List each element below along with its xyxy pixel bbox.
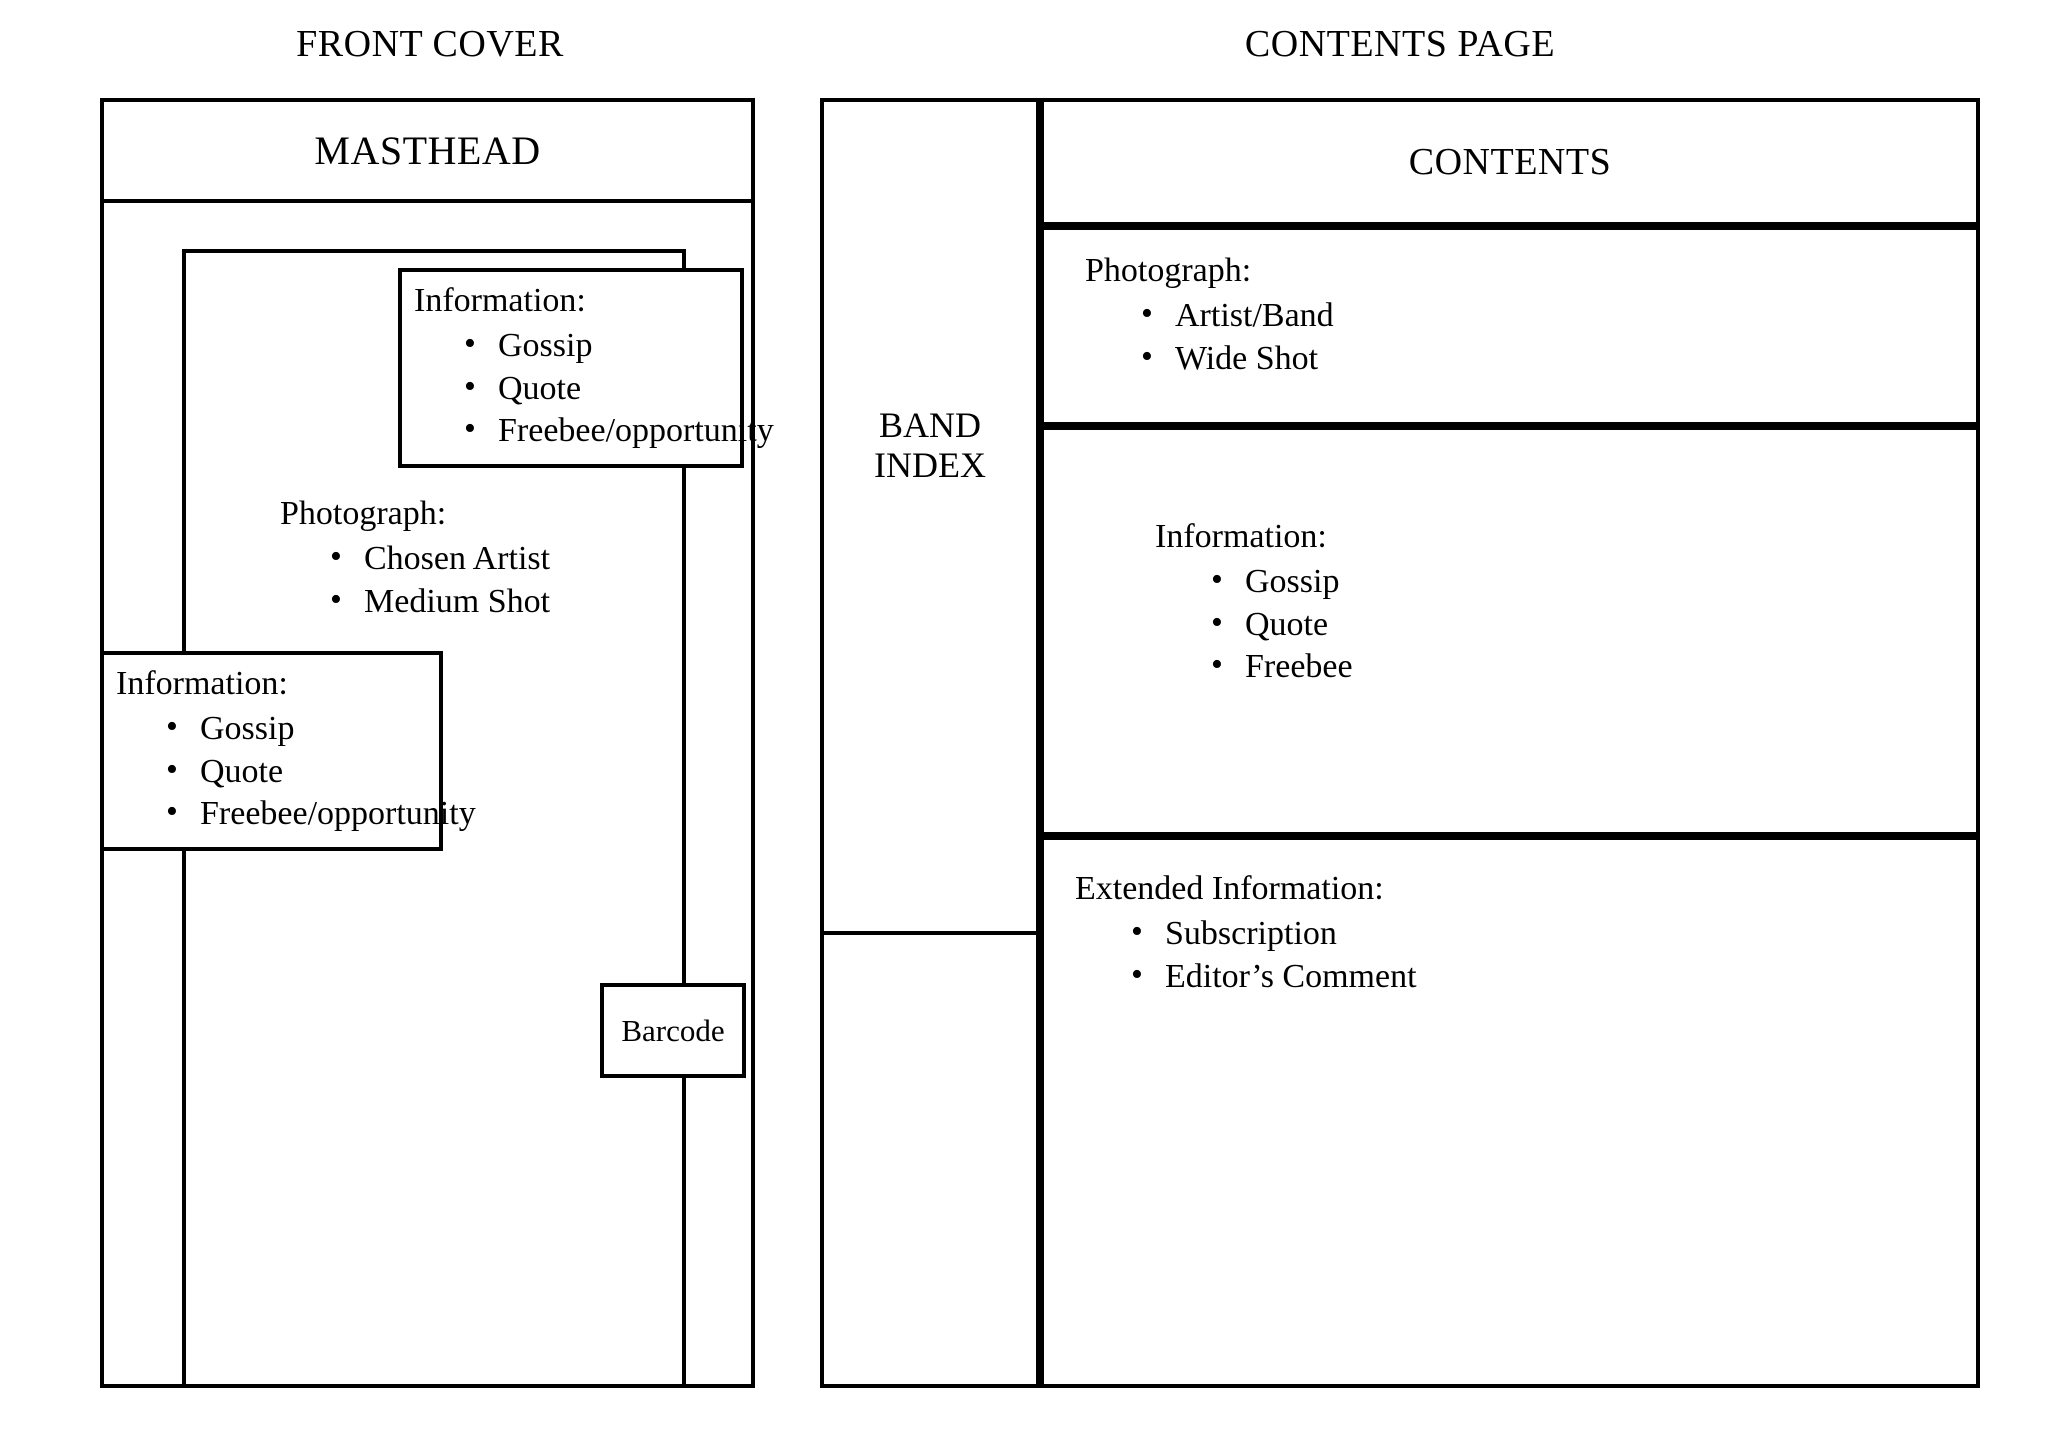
list-item: Quote	[166, 749, 439, 793]
front-cover-info-bottom-block: Information: Gossip Quote Freebee/opport…	[104, 655, 476, 835]
front-cover-photograph-list: Chosen Artist Medium Shot	[280, 536, 680, 623]
contents-title-cell: CONTENTS	[1040, 98, 1980, 226]
front-cover-info-top-block: Information: Gossip Quote Freebee/opport…	[402, 272, 774, 452]
list-item: Subscription	[1131, 911, 1775, 955]
list-item: Medium Shot	[330, 579, 680, 623]
front-cover-heading: FRONT COVER	[296, 23, 564, 65]
contents-extended-info-list: Subscription Editor’s Comment	[1075, 911, 1775, 998]
list-item: Freebee/opportunity	[166, 791, 476, 835]
front-cover-info-box-top: Information: Gossip Quote Freebee/opport…	[398, 268, 774, 468]
list-item: Quote	[464, 366, 740, 410]
front-cover-photograph-title: Photograph:	[280, 495, 447, 532]
list-item: Gossip	[1211, 559, 1715, 603]
contents-extended-info-title: Extended Information:	[1075, 870, 1384, 907]
list-item: Gossip	[464, 323, 740, 367]
contents-photograph-list: Artist/Band Wide Shot	[1085, 293, 1645, 380]
list-item: Freebee/opportunity	[464, 408, 774, 452]
list-item: Wide Shot	[1141, 336, 1645, 380]
front-cover-info-top-list: Gossip Quote Freebee/opportunity	[414, 323, 774, 452]
front-cover-info-top-title: Information:	[414, 282, 586, 319]
front-cover-info-bottom-list: Gossip Quote Freebee/opportunity	[116, 706, 476, 835]
list-item: Chosen Artist	[330, 536, 680, 580]
front-cover-info-bottom-title: Information:	[116, 665, 288, 702]
contents-info-title: Information:	[1155, 518, 1327, 555]
masthead-label: MASTHEAD	[314, 128, 541, 173]
band-index-column	[820, 98, 1040, 1388]
front-cover-info-box-bottom: Information: Gossip Quote Freebee/opport…	[100, 651, 476, 851]
list-item: Artist/Band	[1141, 293, 1645, 337]
list-item: Freebee	[1211, 644, 1715, 688]
contents-title-label: CONTENTS	[1408, 141, 1612, 183]
contents-extended-info-block: Extended Information: Subscription Edito…	[1075, 870, 1775, 998]
list-item: Editor’s Comment	[1131, 954, 1775, 998]
masthead-band: MASTHEAD	[100, 98, 755, 203]
front-cover-photograph-block: Photograph: Chosen Artist Medium Shot	[280, 495, 680, 623]
contents-page-heading: CONTENTS PAGE	[1244, 23, 1556, 65]
band-index-divider	[820, 931, 1040, 935]
contents-info-list: Gossip Quote Freebee	[1155, 559, 1715, 688]
contents-photograph-block: Photograph: Artist/Band Wide Shot	[1085, 252, 1645, 380]
barcode-label: Barcode	[621, 1012, 725, 1048]
list-item: Gossip	[166, 706, 439, 750]
list-item: Quote	[1211, 602, 1715, 646]
contents-info-block: Information: Gossip Quote Freebee	[1155, 518, 1715, 688]
contents-photograph-title: Photograph:	[1085, 252, 1252, 289]
barcode-box: Barcode	[600, 983, 746, 1078]
